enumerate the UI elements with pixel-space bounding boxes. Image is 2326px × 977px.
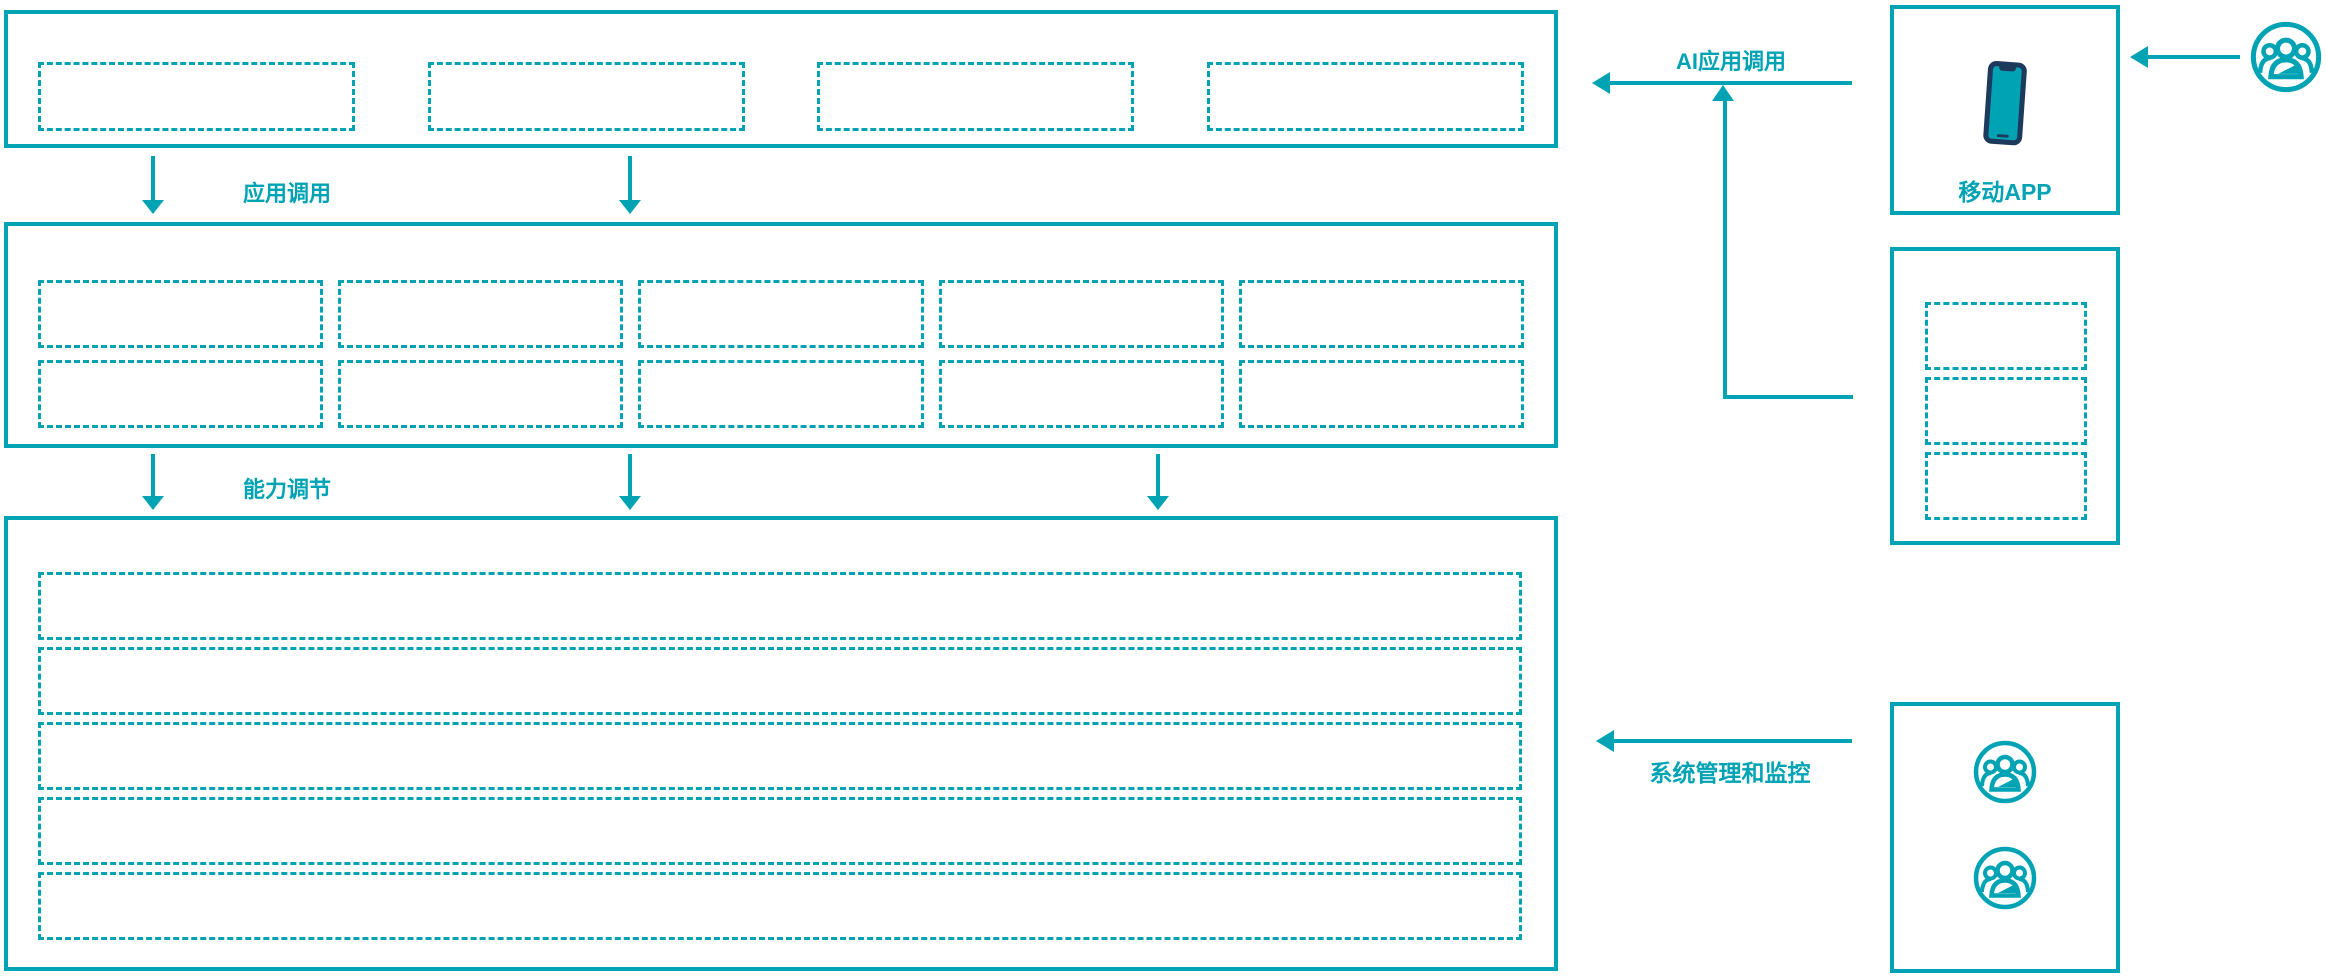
capability-placeholder-box xyxy=(938,280,1224,348)
client-box xyxy=(1890,247,2120,545)
capability-placeholder-box xyxy=(638,280,924,348)
capability-placeholder-box xyxy=(638,360,924,428)
capability-layer-box xyxy=(4,222,1558,448)
down-arrow-head xyxy=(142,200,164,214)
capability-placeholder-box xyxy=(1238,360,1525,428)
platform-layer-rows xyxy=(38,572,1522,947)
client-connector-line xyxy=(1723,100,1727,397)
capability-placeholder-box xyxy=(38,280,324,348)
ai-call-arrow-line xyxy=(1610,81,1852,85)
down-arrow-head xyxy=(619,200,641,214)
client-connector-elbow xyxy=(1723,395,1853,399)
app-placeholder-box xyxy=(38,62,355,131)
platform-placeholder-row xyxy=(38,797,1522,865)
left-arrow-head xyxy=(1596,730,1614,752)
app-layer-slots xyxy=(38,62,1524,131)
admin-user-icon xyxy=(1973,740,2037,804)
app-call-label: 应用调用 xyxy=(243,181,332,206)
end-user-icon-mount xyxy=(2250,21,2322,93)
client-placeholder-box xyxy=(1925,452,2087,520)
down-arrow-line xyxy=(628,454,632,496)
capability-label: 能力调节 xyxy=(243,477,332,502)
down-arrow-line xyxy=(628,156,632,200)
client-placeholder-box xyxy=(1925,377,2087,445)
app-layer-box xyxy=(4,10,1558,148)
down-arrow-head xyxy=(619,496,641,510)
platform-placeholder-row xyxy=(38,572,1522,640)
capability-placeholder-box xyxy=(938,360,1224,428)
app-placeholder-box xyxy=(1206,62,1524,131)
platform-placeholder-row xyxy=(38,647,1522,715)
platform-placeholder-row xyxy=(38,872,1522,940)
smartphone-icon xyxy=(1983,61,2027,147)
capability-placeholder-box xyxy=(338,360,624,428)
capability-row-2 xyxy=(38,360,1525,428)
down-arrow-line xyxy=(151,454,155,496)
user-arrow-line xyxy=(2148,55,2240,59)
down-arrow-head xyxy=(142,496,164,510)
platform-placeholder-row xyxy=(38,722,1522,790)
mobile-app-label: 移动APP xyxy=(1958,179,2052,205)
admin-box xyxy=(1890,702,2120,973)
capability-placeholder-box xyxy=(38,360,324,428)
down-arrow-line xyxy=(151,156,155,200)
client-box-slots xyxy=(1925,302,2087,527)
admin-icons xyxy=(1894,740,2116,910)
capability-placeholder-box xyxy=(338,280,624,348)
left-arrow-head xyxy=(2130,46,2148,68)
down-arrow-line xyxy=(1156,454,1160,496)
down-arrow-head xyxy=(1147,496,1169,510)
system-monitor-label: 系统管理和监控 xyxy=(1649,760,1811,786)
capability-placeholder-box xyxy=(1238,280,1525,348)
system-monitor-arrow-line xyxy=(1614,739,1852,743)
admin-user-icon xyxy=(1973,846,2037,910)
ai-app-call-label: AI应用调用 xyxy=(1675,49,1786,74)
capability-row-1 xyxy=(38,280,1525,348)
app-placeholder-box xyxy=(817,62,1135,131)
client-placeholder-box xyxy=(1925,302,2087,370)
up-arrow-head xyxy=(1712,85,1734,101)
left-arrow-head xyxy=(1592,72,1610,94)
app-placeholder-box xyxy=(427,62,745,131)
mobile-app-box: 移动APP xyxy=(1890,5,2120,215)
capability-layer-rows xyxy=(38,280,1525,440)
user-group-icon xyxy=(2250,21,2322,93)
platform-layer-box xyxy=(4,516,1558,971)
